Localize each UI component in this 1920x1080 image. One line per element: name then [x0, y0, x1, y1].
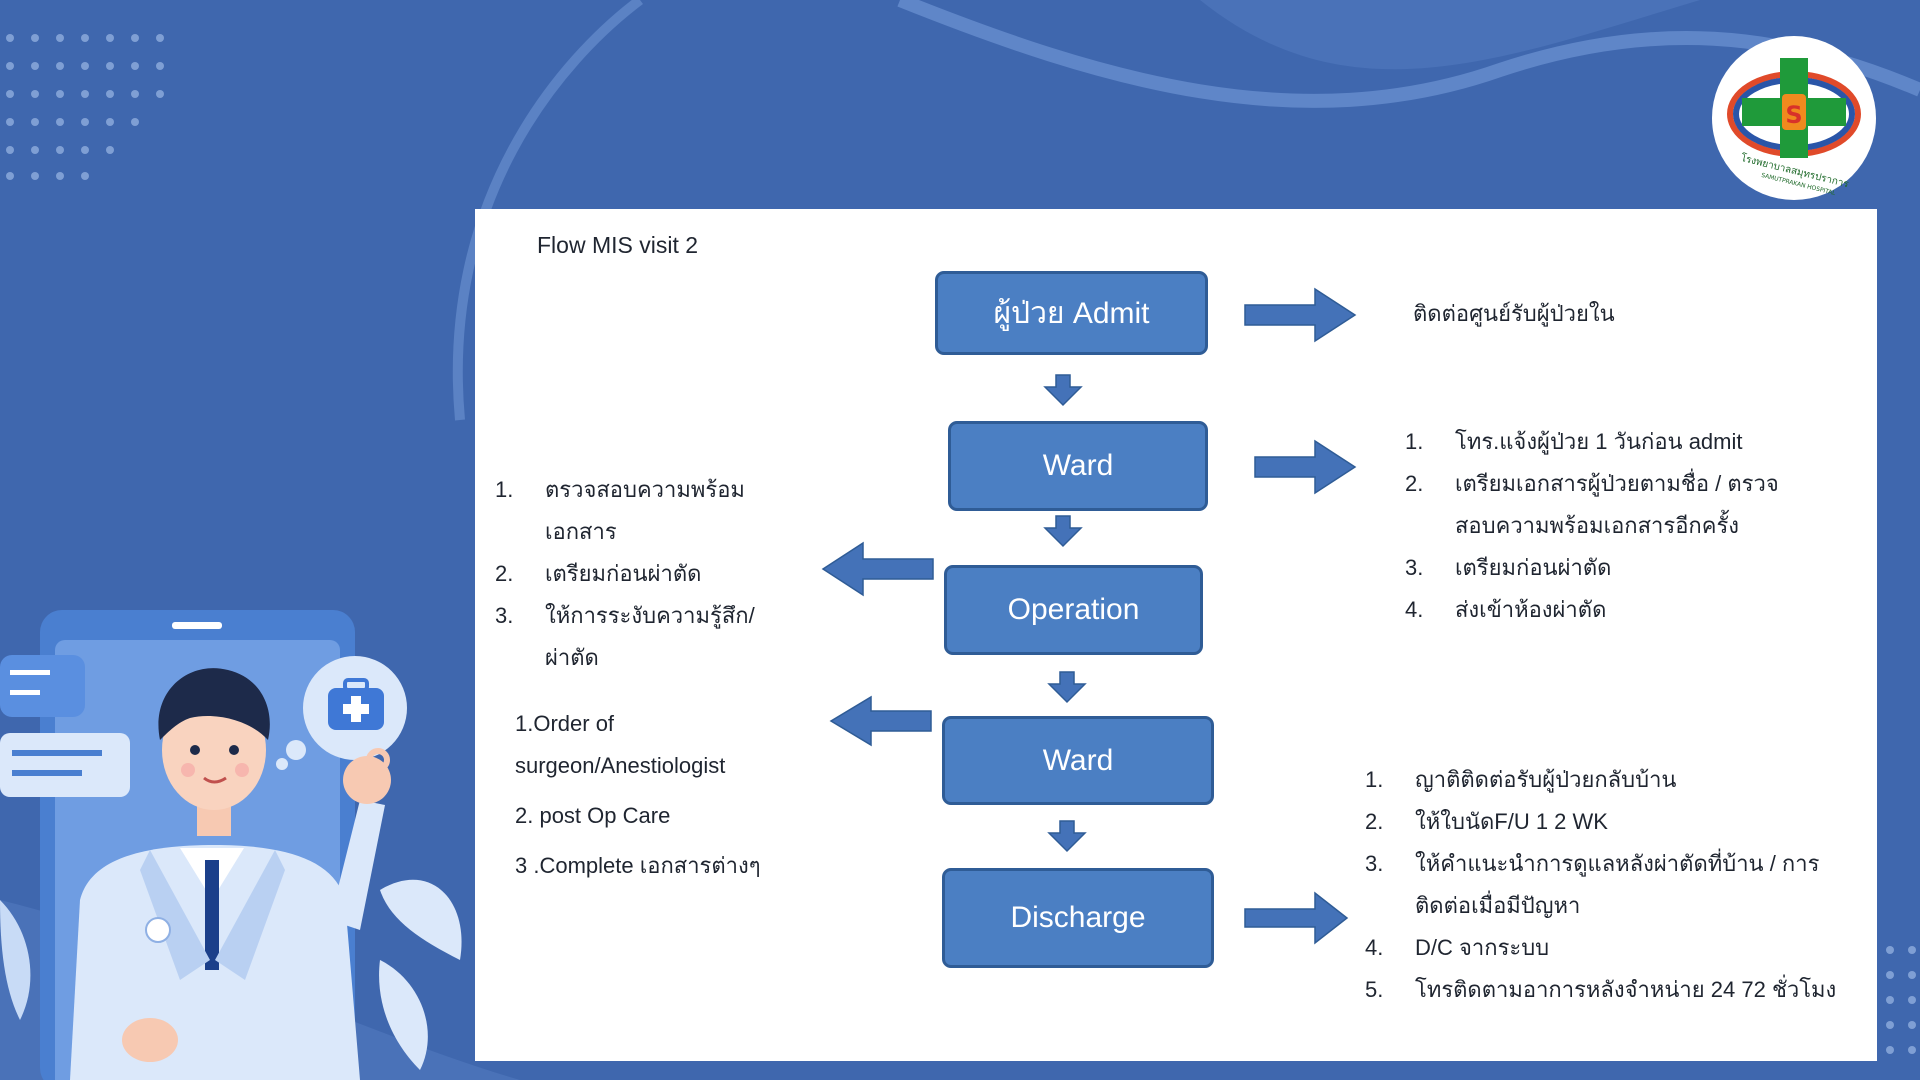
list-item: 1. ญาติติดต่อรับผู้ป่วยกลับบ้าน — [1365, 759, 1865, 801]
arrow-down-4 — [1048, 820, 1086, 852]
list-item-text: ตรวจสอบความพร้อมเอกสาร — [545, 477, 745, 544]
arrow-left-operation — [821, 541, 934, 597]
logo-initial: S — [1785, 101, 1802, 129]
step-ward-2-label: Ward — [1042, 743, 1114, 777]
list-item-number: 1. — [1365, 767, 1384, 792]
admit-note: ติดต่อศูนย์รับผู้ป่วยใน — [1413, 301, 1615, 326]
list-item: 3. ให้คำแนะนำการดูแลหลังผ่าตัดที่บ้าน / ก… — [1365, 843, 1865, 927]
doctor-illustration — [0, 610, 462, 1080]
list-item-text: ให้คำแนะนำการดูแลหลังผ่าตัดที่บ้าน / การ… — [1415, 851, 1820, 918]
list-item: 5. โทรติดตามอาการหลังจำหน่าย 24 72 ชั่วโม… — [1365, 969, 1865, 1011]
list-item-number: 4. — [1365, 935, 1384, 960]
ward-2-notes: 1.Order of surgeon/Anestiologist 2. post… — [515, 703, 815, 895]
ward-2-note-3: 3 .Complete เอกสารต่างๆ — [515, 853, 761, 878]
list-item-number: 3. — [1405, 555, 1424, 580]
arrow-right-admit — [1244, 287, 1357, 343]
list-item-text: ญาติติดต่อรับผู้ป่วยกลับบ้าน — [1415, 767, 1677, 792]
step-admit-label: ผู้ป่วย Admit — [993, 296, 1150, 330]
list-item-number: 2. — [1405, 471, 1424, 496]
dot-pattern — [6, 34, 164, 180]
list-item-text: โทร.แจ้งผู้ป่วย 1 วันก่อน admit — [1455, 429, 1743, 454]
list-item-number: 4. — [1405, 597, 1424, 622]
list-item-text: เตรียมก่อนผ่าตัด — [545, 561, 702, 586]
list-item-text: ส่งเข้าห้องผ่าตัด — [1455, 597, 1607, 622]
list-item: 1. โทร.แจ้งผู้ป่วย 1 วันก่อน admit — [1405, 421, 1805, 463]
flowchart-title: Flow MIS visit 2 — [537, 232, 699, 258]
step-discharge-label: Discharge — [1010, 901, 1146, 934]
arrow-right-discharge — [1244, 891, 1349, 945]
step-operation-label: Operation — [1007, 593, 1140, 626]
operation-notes: 1. ตรวจสอบความพร้อมเอกสาร 2. เตรียมก่อนผ่า… — [495, 469, 795, 679]
list-item: 1. ตรวจสอบความพร้อมเอกสาร — [495, 469, 795, 553]
hospital-logo: S โรงพยาบาลสมุทรปราการ SAMUTPRAKAN HOSPI… — [1712, 36, 1876, 200]
list-item: 2. เตรียมก่อนผ่าตัด — [495, 553, 795, 595]
dot-pattern-right — [1886, 946, 1916, 1054]
list-item-number: 3. — [495, 603, 514, 628]
list-item-number: 2. — [495, 561, 514, 586]
list-item-text: เตรียมเอกสารผู้ป่วยตามชื่อ / ตรวจสอบความ… — [1455, 471, 1779, 538]
ward-2-note-2: 2. post Op Care — [515, 803, 671, 828]
list-item-text: ให้การระงับความรู้สึก/ผ่าตัด — [545, 603, 755, 670]
list-item-number: 1. — [1405, 429, 1424, 454]
ward-2-note-1: 1.Order of surgeon/Anestiologist — [515, 711, 726, 778]
arrow-left-ward — [829, 695, 932, 747]
arrow-down-3 — [1048, 671, 1086, 703]
flowchart-card: Flow MIS visit 2 ผู้ป่วย Admit Ward Oper… — [475, 209, 1877, 1061]
step-admit: ผู้ป่วย Admit — [935, 271, 1208, 355]
list-item-number: 5. — [1365, 977, 1384, 1002]
step-ward-1-label: Ward — [1042, 449, 1114, 482]
list-item: 3. เตรียมก่อนผ่าตัด — [1405, 547, 1805, 589]
list-item: 4. ส่งเข้าห้องผ่าตัด — [1405, 589, 1805, 631]
list-item-number: 2. — [1365, 809, 1384, 834]
list-item: 3. ให้การระงับความรู้สึก/ผ่าตัด — [495, 595, 795, 679]
list-item-number: 3. — [1365, 851, 1384, 876]
ward-1-notes: 1. โทร.แจ้งผู้ป่วย 1 วันก่อน admit 2. เตรี… — [1405, 421, 1805, 631]
list-item-text: โทรติดตามอาการหลังจำหน่าย 24 72 ชั่วโมง — [1415, 977, 1837, 1002]
list-item-text: D/C จากระบบ — [1415, 935, 1550, 960]
step-ward-2: Ward — [942, 716, 1214, 805]
arrow-down-2 — [1044, 515, 1082, 547]
step-discharge: Discharge — [942, 868, 1214, 968]
list-item-text: เตรียมก่อนผ่าตัด — [1455, 555, 1612, 580]
list-item: 4. D/C จากระบบ — [1365, 927, 1865, 969]
list-item-number: 1. — [495, 477, 514, 502]
list-item: 2. ให้ใบนัดF/U 1 2 WK — [1365, 801, 1865, 843]
step-ward-1: Ward — [948, 421, 1208, 511]
flow-arrows — [821, 287, 1357, 945]
arrow-down-1 — [1044, 374, 1082, 406]
discharge-notes: 1. ญาติติดต่อรับผู้ป่วยกลับบ้าน 2. ให้ใบนั… — [1365, 759, 1865, 1011]
list-item: 2. เตรียมเอกสารผู้ป่วยตามชื่อ / ตรวจสอบคว… — [1405, 463, 1805, 547]
arrow-right-ward — [1254, 439, 1357, 495]
step-operation: Operation — [944, 565, 1203, 655]
list-item-text: ให้ใบนัดF/U 1 2 WK — [1415, 809, 1608, 834]
